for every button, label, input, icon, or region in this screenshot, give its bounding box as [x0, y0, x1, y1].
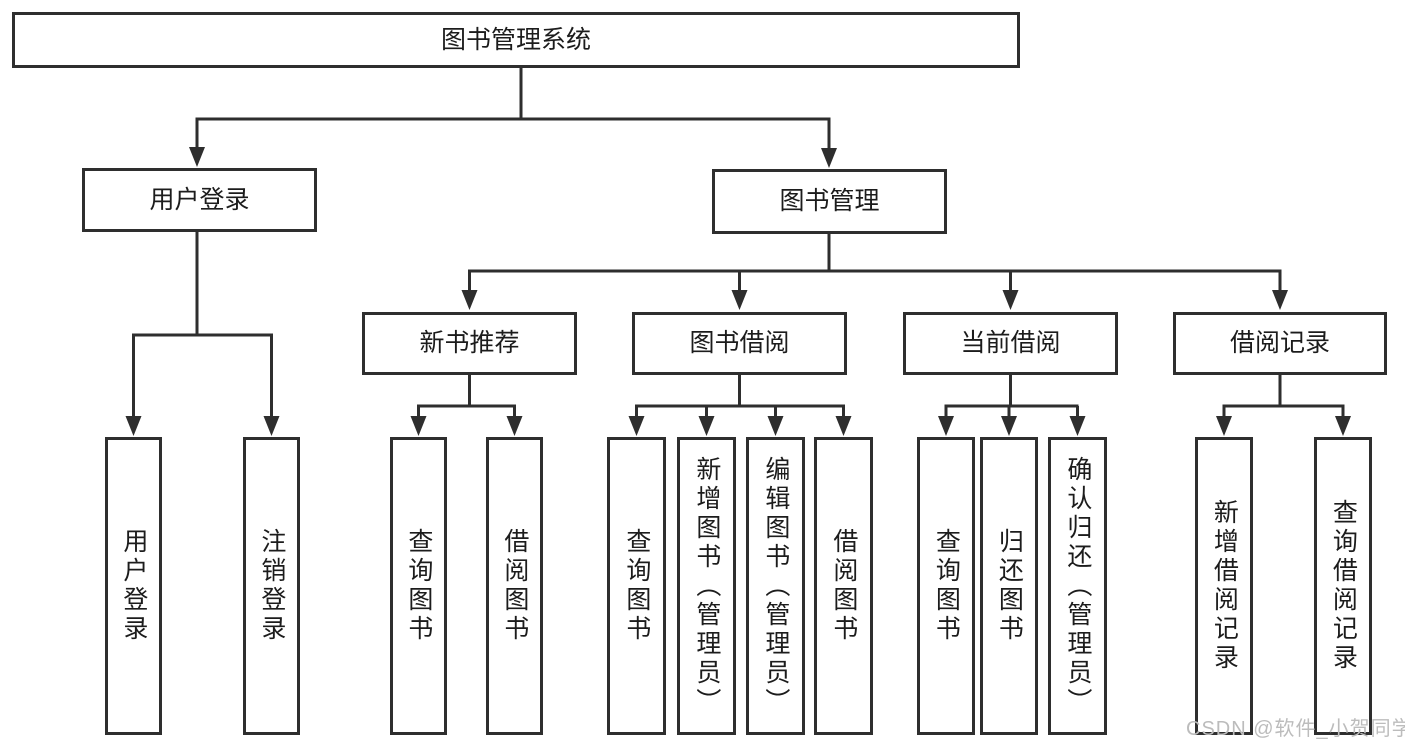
- node-user-login-fn: 用户登录: [105, 437, 162, 735]
- connector-path: [132, 68, 1345, 419]
- node-return-books: 归还图书: [980, 437, 1038, 735]
- node-borrow-books-recommend: 借阅图书: [486, 437, 543, 735]
- node-current-borrowing: 当前借阅: [903, 312, 1118, 375]
- node-query-books-current: 查询图书: [917, 437, 975, 735]
- node-library-system: 图书管理系统: [12, 12, 1020, 68]
- node-query-borrow-record: 查询借阅记录: [1314, 437, 1372, 735]
- node-add-books-admin: 新增图书（管理员）: [677, 437, 736, 735]
- node-query-books-recommend: 查询图书: [390, 437, 447, 735]
- csdn-watermark: CSDN @软件_小贺同学: [1186, 718, 1405, 740]
- node-logout-fn: 注销登录: [243, 437, 300, 735]
- arrowheads: [125, 147, 1351, 436]
- node-borrow-books-fn: 借阅图书: [814, 437, 873, 735]
- node-book-borrowing: 图书借阅: [632, 312, 847, 375]
- node-confirm-return-admin: 确认归还（管理员）: [1048, 437, 1107, 735]
- node-edit-books-admin: 编辑图书（管理员）: [746, 437, 805, 735]
- node-user-login-branch: 用户登录: [82, 168, 317, 232]
- node-add-borrow-record: 新增借阅记录: [1195, 437, 1253, 735]
- node-query-books-borrow: 查询图书: [607, 437, 666, 735]
- node-borrowing-records: 借阅记录: [1173, 312, 1387, 375]
- node-book-management-branch: 图书管理: [712, 169, 947, 234]
- node-new-book-recommend: 新书推荐: [362, 312, 577, 375]
